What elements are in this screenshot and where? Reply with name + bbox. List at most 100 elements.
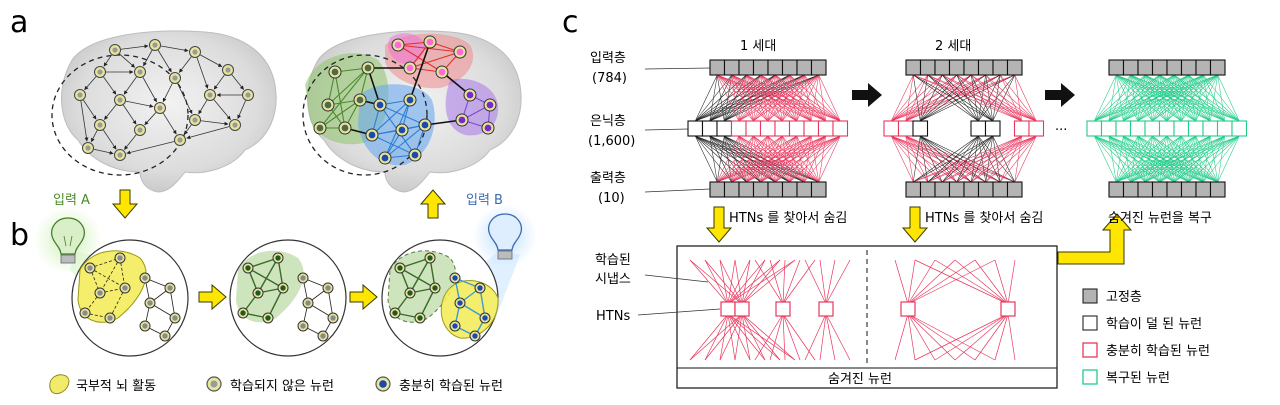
neuron-box [767,59,784,76]
synapses [1094,74,1240,183]
neuron-box [1187,120,1204,137]
synapse [927,74,1037,122]
synapse [782,313,786,361]
neuron-core [122,285,128,291]
neuron-box [774,120,791,137]
neuron-box [832,120,849,137]
neuron-box [745,120,762,137]
neuron-core [137,127,143,133]
leader-synapse [644,274,709,283]
neuron-core [82,310,88,316]
synapse [1014,74,1037,122]
neuron-box [1129,120,1146,137]
synapse [1116,135,1240,183]
neuron-box [723,59,740,76]
synapses [695,74,841,183]
fixed-layer-swatch [1082,288,1098,304]
yellow-arrow-find-1 [705,206,733,243]
synapse [746,135,841,183]
neuron-box [788,120,805,137]
synapse [942,135,1037,183]
neuron-box [912,120,929,137]
synapse [819,313,827,361]
neuron-core [472,333,478,339]
neuron-box [919,181,936,198]
synapse [1203,74,1240,122]
synapse [717,74,841,122]
synapse [734,313,743,361]
bulb-b-icon [487,213,523,251]
brain-neurons-right [313,35,497,165]
trained-swatch [1082,342,1098,358]
synapse [1145,135,1240,183]
yellow-arrow-down [111,189,139,219]
neuron-box [1180,181,1197,198]
neuron-core [406,96,414,104]
synapse [102,129,117,150]
neuron-box [1122,181,1139,198]
synapse [727,259,751,305]
neuron-core [466,91,474,99]
synapse [1217,135,1240,183]
synapse [409,257,431,294]
synapse [914,313,1009,361]
synapse [927,74,993,122]
neuron-core [245,92,251,98]
restored-swatch [1082,369,1098,385]
synapse [818,74,841,122]
neuron-box [992,59,1009,76]
neuron-box [1173,120,1190,137]
synapse [1130,74,1240,122]
neuron-box [730,120,747,137]
synapse [103,76,117,95]
synapse [717,135,754,183]
neuron-box [767,181,784,198]
synapse [971,74,1037,122]
synapse [397,44,443,73]
synapse [178,56,192,73]
synapse [913,74,993,122]
synapse [894,259,909,305]
input-a-label: 입력 A [53,193,90,208]
synapse [1217,74,1240,122]
neuron-box [752,181,769,198]
synapse [1188,74,1240,122]
neuron-core [177,137,183,143]
synapse [1116,135,1153,183]
neuron-core [482,315,488,321]
synapse [1116,74,1225,122]
synapse [689,313,743,361]
neuron-core [477,285,483,291]
synapse [819,259,827,305]
panel-b-letter: b [10,218,29,253]
neuron-core [457,300,463,306]
synapse [125,100,154,108]
generation-1-label: 1 세대 [740,39,776,54]
synapse [704,259,743,305]
neuron-core [97,69,103,75]
synapse [319,67,369,129]
neuron-box [1151,181,1168,198]
neuron-box [738,59,755,76]
neuron-core [87,265,93,271]
synapse [689,259,743,305]
synapse [319,99,361,129]
synapse [213,99,231,120]
neuron-core [417,315,423,321]
synapse [727,259,766,305]
synapse [717,135,783,183]
synapse [727,259,796,305]
synapse [1108,135,1117,183]
synapse [775,74,841,122]
neuron-core [107,315,113,321]
synapse [727,313,736,361]
synapse [731,74,841,122]
synapse [1094,135,1117,183]
learned-synapse-label-1: 학습된 [595,253,631,268]
neuron-core [85,145,91,151]
synapse [914,259,1009,305]
neuron-core [331,68,339,76]
neuron-core [427,255,433,261]
synapse [1094,74,1117,122]
synapse [200,54,223,67]
